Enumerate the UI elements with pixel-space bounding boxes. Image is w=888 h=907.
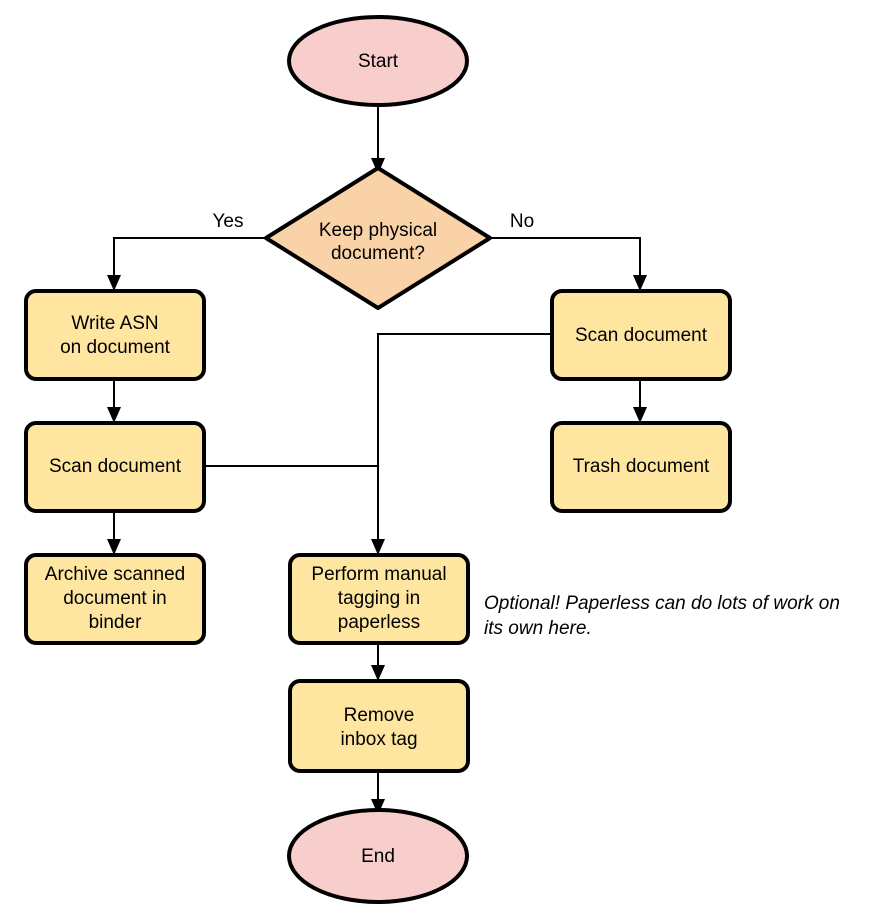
node-scan-document-right[interactable]: Scan document (550, 289, 732, 381)
edge-scan-left-to-archive (107, 510, 121, 555)
start-ellipse[interactable] (287, 15, 469, 107)
decision-diamond[interactable] (264, 166, 492, 310)
node-archive-binder[interactable]: Archive scanned document in binder (24, 553, 206, 645)
node-label-tagging-line1: Perform manual (311, 564, 446, 585)
node-trash-document[interactable]: Trash document (550, 421, 732, 513)
arrowhead-icon (371, 799, 385, 815)
edge-scan-right-to-tagging (371, 333, 552, 555)
edge-scan-right-to-trash (633, 378, 647, 423)
arrowhead-icon (633, 407, 647, 423)
node-label-tagging-line3: paperless (338, 612, 420, 633)
node-label-keep-physical-line1: Keep physical (319, 220, 437, 241)
arrowhead-icon (633, 275, 647, 291)
arrowhead-icon (107, 539, 121, 555)
edge-line (377, 333, 552, 543)
node-manual-tagging[interactable]: Perform manual tagging in paperless (288, 553, 470, 645)
archive-binder-box[interactable] (24, 553, 206, 645)
node-label-archive-line1: Archive scanned (45, 564, 185, 585)
edge-line (113, 237, 266, 279)
edge-decision-to-write-asn: Yes (107, 211, 266, 291)
scan-document-right-box[interactable] (550, 289, 732, 381)
end-ellipse[interactable] (287, 808, 469, 904)
node-label-archive-line3: binder (89, 612, 142, 633)
edge-remove-tag-to-end (371, 771, 385, 815)
edge-start-to-decision (371, 105, 385, 174)
node-label-archive-line2: document in (63, 588, 167, 609)
annotation-optional-note: Optional! Paperless can do lots of work … (484, 593, 840, 639)
node-label-trash-document: Trash document (573, 456, 710, 477)
node-label-remove-tag-line2: inbox tag (340, 729, 417, 750)
scan-document-left-box[interactable] (24, 421, 206, 513)
node-label-keep-physical-line2: document? (331, 243, 425, 264)
annotation-line-1: Optional! Paperless can do lots of work … (484, 593, 840, 614)
arrowhead-icon (107, 275, 121, 291)
remove-inbox-tag-box[interactable] (288, 679, 470, 773)
edge-label-no: No (510, 211, 534, 232)
node-label-tagging-line2: tagging in (338, 588, 420, 609)
node-label-scan-document-left: Scan document (49, 456, 182, 477)
node-write-asn[interactable]: Write ASN on document (24, 289, 206, 381)
edge-decision-to-scan-right: No (490, 211, 647, 291)
edge-line (490, 237, 641, 279)
node-scan-document-left[interactable]: Scan document (24, 421, 206, 513)
edge-write-asn-to-scan-left (107, 378, 121, 423)
write-asn-box[interactable] (24, 289, 206, 381)
manual-tagging-box[interactable] (288, 553, 470, 645)
arrowhead-icon (107, 407, 121, 423)
node-label-remove-tag-line1: Remove (344, 705, 415, 726)
annotation-line-2: its own here. (484, 618, 592, 639)
arrowhead-icon (371, 665, 385, 681)
node-keep-physical-document[interactable]: Keep physical document? (264, 166, 492, 310)
trash-document-box[interactable] (550, 421, 732, 513)
arrowhead-icon (371, 539, 385, 555)
node-start[interactable]: Start (287, 15, 469, 107)
node-label-end: End (361, 846, 395, 867)
node-label-scan-document-right: Scan document (575, 325, 708, 346)
node-label-start: Start (358, 51, 399, 72)
node-remove-inbox-tag[interactable]: Remove inbox tag (288, 679, 470, 773)
node-label-write-asn-line2: on document (60, 337, 171, 358)
edge-tagging-to-remove-tag (371, 645, 385, 681)
edge-label-yes: Yes (213, 211, 244, 232)
node-end[interactable]: End (287, 808, 469, 904)
node-label-write-asn-line1: Write ASN (71, 313, 158, 334)
